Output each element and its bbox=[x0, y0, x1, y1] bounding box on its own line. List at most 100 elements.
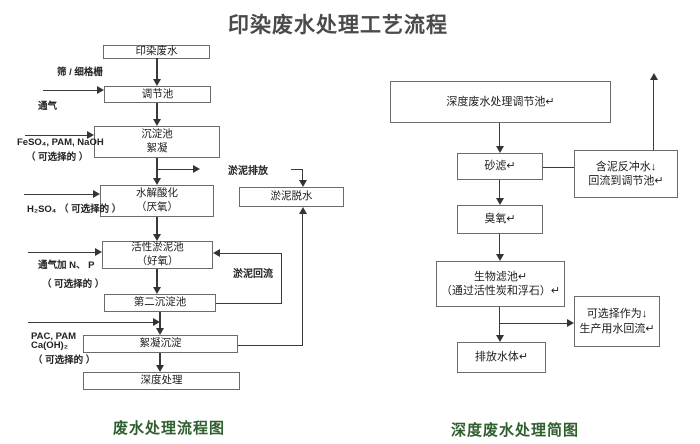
arrow-secondary-to-flocculation-head bbox=[156, 328, 164, 335]
arrow-secondary-to-flocculation-line bbox=[159, 312, 161, 328]
connector-discharge-to-dewatering-vline bbox=[302, 169, 303, 180]
arrow-regulating-to-sedimentation-line bbox=[156, 103, 158, 119]
arrow-hydrolysis-to-activated-head bbox=[153, 234, 161, 241]
label-h2so4: H₂SO₄ （ 可选择的 ） bbox=[27, 204, 122, 215]
arrow-hydrolysis-to-activated-line bbox=[156, 217, 158, 234]
arrow-aeration-in-line bbox=[43, 90, 97, 91]
left-chart-caption: 废水处理流程图 bbox=[113, 421, 226, 437]
arrow-sludge-branch-line bbox=[157, 169, 193, 170]
connector-discharge-to-dewatering-head bbox=[299, 180, 307, 187]
label-pac-optional: （ 可选择的 ） bbox=[33, 355, 96, 366]
arrow-sludge-branch-head bbox=[193, 165, 200, 173]
node-label-line1: 水解酸化 bbox=[136, 187, 178, 200]
right-chart-caption: 深度废水处理简图 bbox=[451, 423, 580, 439]
node-label: 第二沉淀池 bbox=[133, 296, 187, 309]
arrow-sedimentation-to-hydrolysis-head bbox=[153, 178, 161, 185]
node-label: 臭氧↵ bbox=[484, 213, 516, 226]
arrow-flocculation-to-advanced-head bbox=[156, 365, 164, 372]
label-aeration: 通气 bbox=[38, 101, 58, 112]
node-activated-sludge-tank: 活性淤泥池 （好氧） bbox=[102, 241, 213, 269]
node-dye-wastewater: 印染废水 bbox=[103, 45, 210, 59]
node-hydrolysis-acidification: 水解酸化 （厌氧） bbox=[100, 185, 214, 217]
node-label: 淤泥脱水 bbox=[270, 190, 313, 203]
arrow-regulating-to-sedimentation-head bbox=[153, 119, 161, 126]
node-sludge-dewatering: 淤泥脱水 bbox=[239, 187, 344, 207]
node-label-line1: 生物滤池↵ bbox=[473, 270, 528, 283]
arrow-activated-to-secondary-line bbox=[156, 269, 158, 287]
arrow-pac-in-line bbox=[28, 322, 153, 323]
arrow-flocculation-to-advanced-line bbox=[159, 353, 161, 365]
arrow-deepreg-to-sand-line bbox=[499, 123, 500, 146]
node-label-line2: （厌氧） bbox=[136, 201, 178, 213]
arrow-backwash-up-head bbox=[650, 73, 658, 80]
arrow-biofilter-to-discharge-head bbox=[496, 335, 504, 342]
node-discharge-water: 排放水体↵ bbox=[457, 342, 546, 373]
node-regulating-tank: 调节池 bbox=[104, 86, 211, 103]
loop-sludge-return-head bbox=[213, 249, 220, 257]
arrow-backwash-up-line bbox=[653, 80, 654, 150]
arrow-feso4-in-head bbox=[87, 131, 94, 139]
arrow-deepreg-to-sand-head bbox=[496, 146, 504, 153]
arrow-to-reuse-line bbox=[500, 323, 567, 324]
node-label-line1: 可选择作为↓ bbox=[586, 308, 648, 321]
arrow-biofilter-to-discharge-line bbox=[499, 307, 500, 335]
node-label-line2: 絮凝 bbox=[146, 142, 168, 154]
node-label-line1: 活性淤泥池 bbox=[131, 241, 184, 254]
arrow-ozone-to-biofilter-head bbox=[496, 254, 504, 261]
arrow-activated-to-secondary-head bbox=[153, 287, 161, 294]
arrow-np-in-head bbox=[95, 248, 102, 256]
node-biofilter: 生物滤池↵ （通过活性炭和浮石）↵ bbox=[436, 261, 565, 307]
label-aeration-np: 通气加 N、 P bbox=[38, 260, 95, 271]
node-label: 排放水体↵ bbox=[474, 351, 529, 364]
node-ozone: 臭氧↵ bbox=[457, 205, 543, 234]
loop-flocculation-to-dewatering-hline bbox=[238, 345, 303, 346]
label-sludge-return: 淤泥回流 bbox=[233, 269, 273, 280]
node-label: 砂滤↵ bbox=[484, 160, 516, 173]
node-deep-regulating-tank: 深度废水处理调节池↵ bbox=[390, 81, 611, 123]
loop-sludge-return-bottom bbox=[216, 303, 282, 304]
loop-flocculation-to-dewatering-head bbox=[299, 207, 307, 214]
connector-discharge-to-dewatering-hline bbox=[291, 169, 303, 170]
node-label: 印染废水 bbox=[135, 45, 178, 58]
arrow-feso4-in-line bbox=[25, 135, 87, 136]
node-label: 深度废水处理调节池↵ bbox=[446, 95, 555, 108]
arrow-sand-to-ozone-line bbox=[499, 180, 500, 198]
node-label-line2: 生产用水回流↵ bbox=[579, 322, 655, 335]
label-caoh2: Ca(OH)₂ bbox=[31, 340, 68, 351]
node-sand-filter: 砂滤↵ bbox=[457, 153, 543, 180]
arrow-np-in-line bbox=[28, 252, 95, 253]
arrow-influent-to-regulating-line bbox=[156, 58, 158, 79]
page-title: 印染废水处理工艺流程 bbox=[228, 14, 448, 37]
node-flocculation-sedimentation: 絮凝沉淀 bbox=[83, 335, 238, 353]
arrow-sand-to-ozone-head bbox=[496, 198, 504, 205]
label-feso4: FeSO₄, PAM, NaOH bbox=[17, 137, 104, 148]
arrow-sedimentation-to-hydrolysis-line bbox=[156, 158, 158, 178]
node-label-line1: 含泥反冲水↓ bbox=[595, 160, 657, 173]
node-reuse-option: 可选择作为↓ 生产用水回流↵ bbox=[574, 296, 660, 347]
arrow-h2so4-in-head bbox=[93, 190, 100, 198]
arrow-pac-in-head bbox=[153, 318, 160, 326]
label-pac-pam: PAC, PAM bbox=[31, 331, 77, 342]
label-sludge-discharge: 淤泥排放 bbox=[228, 166, 268, 177]
arrow-influent-to-regulating-head bbox=[153, 79, 161, 86]
node-label: 絮凝沉淀 bbox=[139, 337, 182, 350]
node-label-line1: 沉淀池 bbox=[141, 128, 173, 141]
node-label-line2: 回流到调节池↵ bbox=[588, 175, 664, 187]
node-label-line2: （通过活性炭和浮石）↵ bbox=[440, 285, 561, 297]
node-backwash-return: 含泥反冲水↓ 回流到调节池↵ bbox=[574, 150, 678, 198]
node-sedimentation-tank: 沉淀池 絮凝 bbox=[94, 126, 220, 158]
node-secondary-sedimentation: 第二沉淀池 bbox=[104, 294, 216, 312]
arrow-ozone-to-biofilter-line bbox=[499, 234, 500, 254]
node-label: 调节池 bbox=[141, 87, 174, 100]
label-screen: 筛 / 细格栅 bbox=[57, 67, 103, 78]
arrow-to-reuse-head bbox=[567, 319, 574, 327]
connector-sand-to-backwash bbox=[543, 167, 574, 168]
arrow-h2so4-in-line bbox=[24, 194, 93, 195]
label-feso4-optional: （ 可选择的 ） bbox=[26, 152, 89, 163]
loop-sludge-return-top bbox=[220, 253, 282, 254]
label-np-optional: （ 可选择的 ） bbox=[42, 279, 105, 290]
loop-sludge-return-vline bbox=[281, 253, 282, 303]
node-advanced-treatment: 深度处理 bbox=[83, 372, 240, 390]
loop-flocculation-to-dewatering-vline bbox=[302, 214, 303, 346]
